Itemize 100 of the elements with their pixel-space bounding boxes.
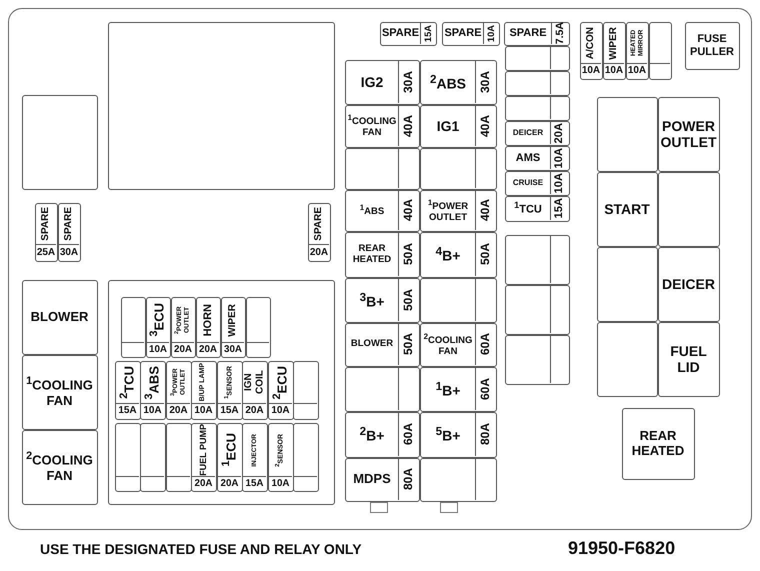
amperage-label: 15A bbox=[118, 405, 137, 417]
fuse-label: DEICER bbox=[512, 128, 544, 138]
fuse-slot bbox=[242, 361, 268, 420]
fuse-slot bbox=[345, 278, 420, 323]
fuse-slot bbox=[191, 361, 217, 420]
fuse-slot bbox=[115, 361, 141, 420]
fuse-slot bbox=[166, 423, 192, 492]
fuse-slot bbox=[420, 148, 497, 190]
relay-slot bbox=[597, 247, 658, 322]
amperage-label: 50A bbox=[402, 333, 416, 356]
amperage-label: 40A bbox=[478, 199, 492, 222]
fuse-slot bbox=[345, 190, 420, 232]
fuse-slot bbox=[115, 423, 141, 492]
fuse-slot bbox=[345, 323, 420, 367]
fuse-slot bbox=[121, 297, 146, 358]
relay-label: $^{2}$COOLING FAN bbox=[25, 450, 94, 484]
amperage-label: 20A bbox=[220, 478, 238, 490]
relay-slot bbox=[658, 97, 720, 172]
fuse-label: FUEL PUMP bbox=[198, 424, 209, 476]
fuse-slot bbox=[504, 22, 570, 46]
amperage-label: 50A bbox=[402, 288, 416, 311]
fuse-slot bbox=[308, 203, 331, 262]
fuse-label: WIPER bbox=[227, 304, 239, 336]
fuse-slot bbox=[380, 22, 437, 46]
amperage-label: 10A bbox=[553, 148, 566, 168]
relay-slot bbox=[658, 247, 720, 322]
fuse-slot bbox=[268, 423, 294, 492]
fuse-slot bbox=[217, 361, 243, 420]
fuse-label: CRUISE bbox=[512, 178, 544, 188]
amperage-label: 10A bbox=[271, 405, 290, 417]
relay-slot bbox=[597, 97, 658, 172]
relay-label: START bbox=[604, 200, 650, 218]
relay-slot bbox=[22, 355, 98, 430]
fuse-slot bbox=[505, 335, 570, 385]
fuse-slot bbox=[221, 297, 246, 358]
amperage-label: 50A bbox=[402, 243, 416, 266]
notice-text: USE THE DESIGNATED FUSE AND RELAY ONLY bbox=[40, 541, 362, 557]
relay-label: $^{1}$COOLING FAN bbox=[25, 375, 94, 409]
fuse-slot bbox=[580, 22, 603, 80]
relay-label: REAR HEATED bbox=[630, 428, 686, 458]
fuse-slot bbox=[140, 361, 166, 420]
amperage-label: 40A bbox=[402, 199, 416, 222]
fuse-slot bbox=[505, 171, 570, 196]
fuse-slot bbox=[345, 412, 420, 458]
fuse-slot bbox=[345, 148, 420, 190]
fuse-label: IGN COIL bbox=[243, 370, 266, 396]
fuse-slot bbox=[420, 323, 497, 367]
fuse-panel bbox=[108, 280, 335, 505]
relay-slot bbox=[622, 408, 695, 480]
fuse-slot bbox=[505, 285, 570, 335]
fuse-slot bbox=[420, 60, 497, 105]
fuse-label: $^{2}$COOLING FAN bbox=[422, 332, 474, 358]
relay-slot bbox=[108, 22, 335, 190]
fuse-label: IG2 bbox=[360, 74, 384, 90]
fuse-label: SPARE bbox=[382, 27, 420, 40]
amperage-label: 10A bbox=[486, 24, 496, 42]
fuse-label: IG1 bbox=[436, 118, 460, 134]
amperage-label: 10A bbox=[628, 65, 646, 77]
fuse-slot bbox=[420, 278, 497, 323]
fuse-slot bbox=[420, 412, 497, 458]
amperage-label: 10A bbox=[553, 172, 566, 194]
amperage-label: 10A bbox=[582, 65, 600, 77]
fuse-label: SPARE bbox=[509, 27, 547, 40]
amperage-label: 50A bbox=[478, 243, 492, 266]
amperage-label: 20A bbox=[310, 246, 328, 258]
amperage-label: 7.5A bbox=[554, 22, 566, 45]
fuse-label: $^{1}$POWER OUTLET bbox=[426, 198, 470, 224]
fuse-slot bbox=[505, 235, 570, 285]
fuse-slot bbox=[191, 423, 217, 492]
fuse-slot bbox=[293, 423, 319, 492]
fuse-label: $^{2}$ABS bbox=[430, 72, 466, 92]
fuse-label: SPARE bbox=[444, 27, 482, 40]
fuse-slot bbox=[58, 203, 81, 262]
fuse-label: SPARE bbox=[63, 207, 75, 241]
amperage-label: 20A bbox=[245, 405, 264, 417]
fuse-slot bbox=[166, 361, 192, 420]
amperage-label: 30A bbox=[478, 70, 492, 93]
fuse-label: $^{1}$ABS bbox=[360, 202, 384, 218]
fuse-slot bbox=[505, 96, 570, 121]
amperage-label: 40A bbox=[478, 114, 492, 137]
fuse-slot bbox=[420, 105, 497, 148]
amperage-label: 10A bbox=[194, 405, 213, 417]
fuse-slot bbox=[505, 46, 570, 71]
relay-slot bbox=[22, 280, 98, 355]
fuse-label: HORN bbox=[202, 304, 214, 336]
fuse-slot bbox=[146, 297, 171, 358]
amperage-label: 30A bbox=[224, 344, 242, 356]
amperage-label: 10A bbox=[604, 65, 624, 77]
amperage-label: 15A bbox=[246, 478, 264, 490]
fuse-slot bbox=[293, 361, 319, 420]
relay-label: BLOWER bbox=[30, 310, 88, 324]
amperage-label: 10A bbox=[143, 405, 162, 417]
amperage-label: 40A bbox=[402, 114, 416, 137]
fuse-label: $^{4}$B+ bbox=[436, 245, 460, 264]
fuse-label: SPARE bbox=[313, 207, 325, 241]
amperage-label: 20A bbox=[174, 344, 192, 356]
fuse-label: SPARE bbox=[40, 207, 52, 241]
fuse-slot bbox=[649, 22, 672, 80]
fuse-slot bbox=[345, 60, 420, 105]
fuse-label: $^{1}$COOLING FAN bbox=[346, 113, 398, 139]
